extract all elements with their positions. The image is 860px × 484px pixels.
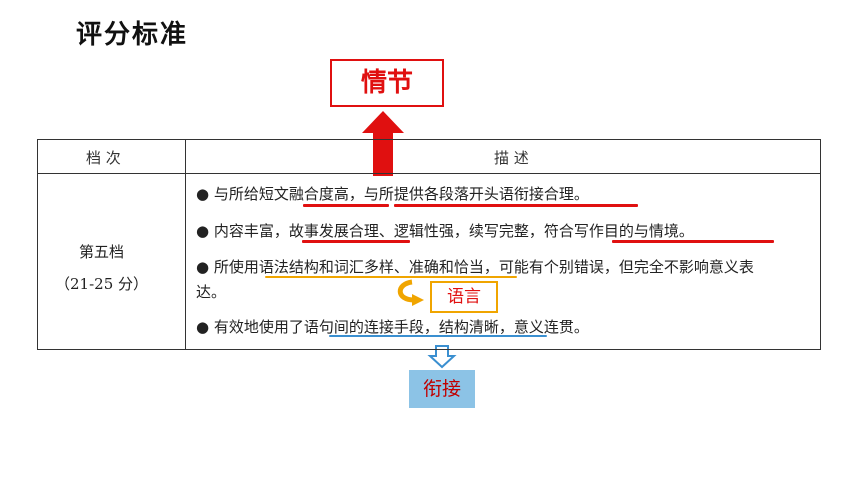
plot-label: 情节 <box>330 59 444 107</box>
header-level: 档 次 <box>86 149 121 167</box>
cohesion-label: 衔接 <box>409 370 475 408</box>
underline-grammar <box>265 276 517 278</box>
table-top-border <box>37 139 820 140</box>
underline-connection <box>329 335 547 337</box>
table-divider <box>185 139 186 350</box>
table-header-border <box>37 173 820 174</box>
underline-story <box>302 240 410 243</box>
underline-fusion <box>303 204 389 207</box>
page-title: 评分标准 <box>76 20 189 50</box>
level-score: （21-25 分） <box>55 275 149 293</box>
criterion-2: ● 内容丰富，故事发展合理、逻辑性强，续写完整，符合写作目的与情境。 <box>196 222 694 240</box>
table-left-border <box>37 139 38 350</box>
table-right-border <box>820 139 821 350</box>
criterion-4: ● 有效地使用了语句间的连接手段，结构清晰，意义连贯。 <box>196 318 589 336</box>
level-name: 第五档 <box>79 243 125 261</box>
language-label: 语言 <box>430 281 498 313</box>
curved-arrow-icon <box>397 279 424 306</box>
criterion-3: ● 所使用语法结构和词汇多样、准确和恰当，可能有个别错误，但完全不影响意义表 <box>196 258 754 276</box>
underline-cohesion <box>394 204 638 207</box>
header-description: 描 述 <box>494 149 529 167</box>
underline-purpose <box>612 240 774 243</box>
criterion-1: ● 与所给短文融合度高，与所提供各段落开头语衔接合理。 <box>196 185 589 203</box>
table-bottom-border <box>37 349 820 350</box>
up-arrow-icon <box>362 111 404 176</box>
down-arrow-icon <box>427 345 457 369</box>
criterion-3-cont: 达。 <box>196 283 227 301</box>
